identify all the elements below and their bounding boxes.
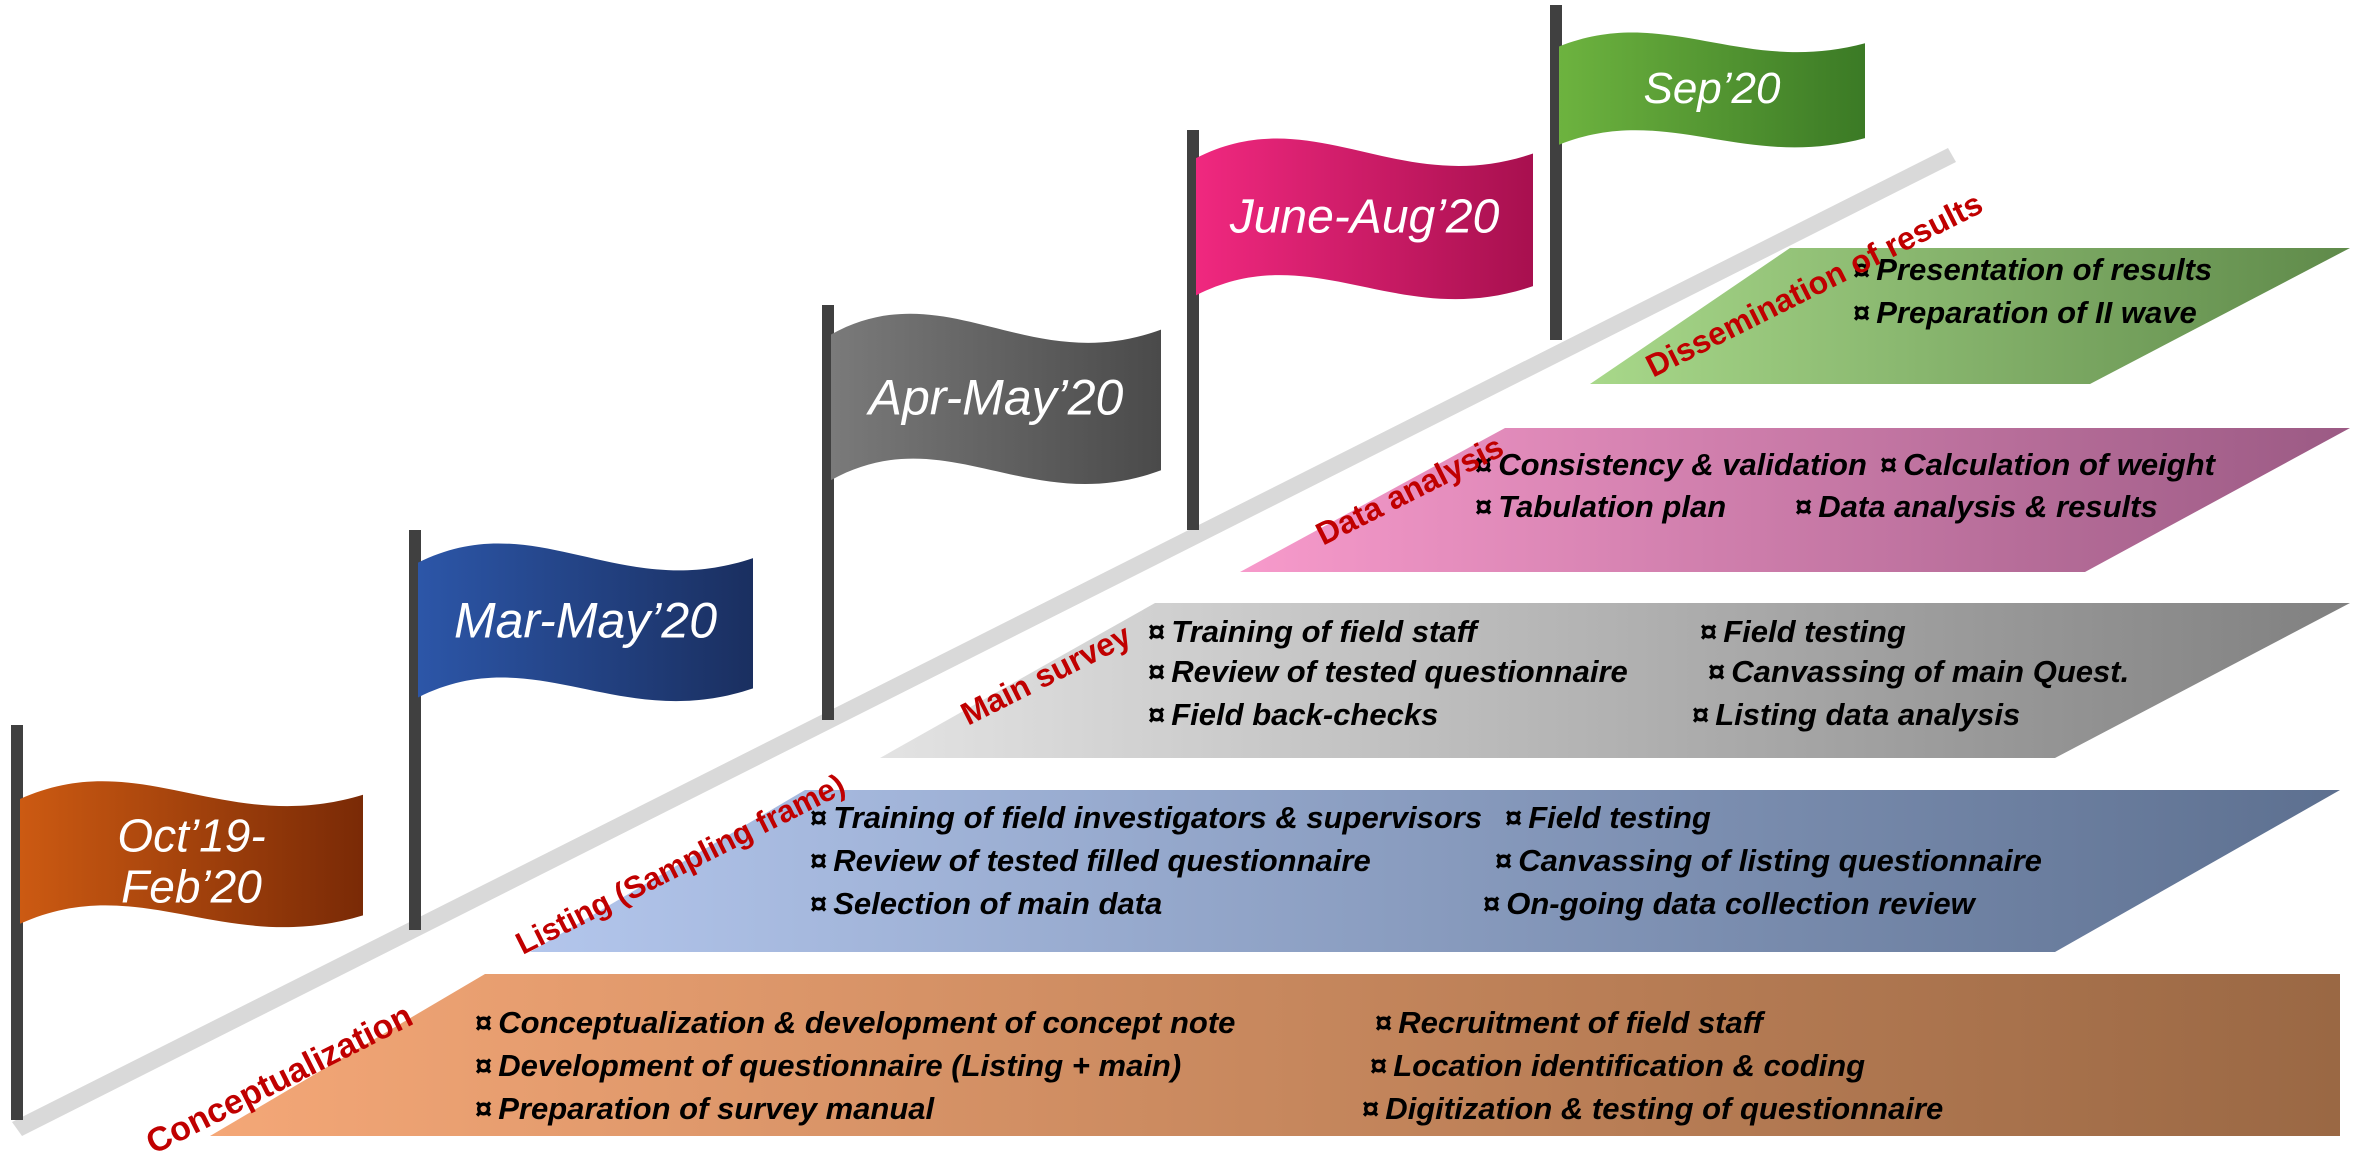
band-main-survey [880, 603, 2350, 758]
task-item: ¤Review of tested questionnaire [1148, 654, 1628, 690]
flag-cloth [20, 781, 363, 928]
task-label: Calculation of weight [1903, 447, 2215, 482]
flag-1 [11, 725, 363, 1120]
bullet-icon: ¤ [475, 1091, 493, 1126]
task-item: ¤Selection of main data [810, 886, 1162, 922]
bullet-icon: ¤ [1795, 489, 1813, 524]
bullet-icon: ¤ [1692, 697, 1710, 732]
task-label: Field testing [1528, 800, 1711, 835]
task-label: Conceptualization & development of conce… [498, 1005, 1236, 1040]
task-item: ¤Recruitment of field staff [1375, 1005, 1763, 1041]
bullet-icon: ¤ [1853, 252, 1871, 287]
task-label: Consistency & validation [1498, 447, 1867, 482]
task-label: Presentation of results [1876, 252, 2213, 287]
bullet-icon: ¤ [475, 1048, 493, 1083]
bullet-icon: ¤ [810, 886, 828, 921]
task-label: Training of field staff [1171, 614, 1477, 649]
flag-cloth [418, 543, 753, 702]
flag-4 [1187, 130, 1533, 530]
task-label: Preparation of survey manual [498, 1091, 935, 1126]
task-label: Tabulation plan [1498, 489, 1727, 524]
task-label: Review of tested questionnaire [1171, 654, 1628, 689]
timeline-diagram: ¤Conceptualization & development of conc… [11, 5, 2350, 1162]
task-label: On-going data collection review [1506, 886, 1975, 921]
flag-1-label: Oct’19- Feb’20 [117, 809, 266, 912]
bullet-icon: ¤ [1148, 697, 1166, 732]
task-label: Preparation of II wave [1876, 295, 2197, 330]
task-label: Field testing [1723, 614, 1906, 649]
bullet-icon: ¤ [1370, 1048, 1388, 1083]
flag-3-label: Apr-May’20 [868, 369, 1124, 425]
task-label: Canvassing of main Quest. [1731, 654, 2130, 689]
bullet-icon: ¤ [1708, 654, 1726, 689]
task-item: ¤Canvassing of main Quest. [1708, 654, 2129, 690]
flag-cloth [1559, 32, 1865, 148]
task-item: ¤Presentation of results [1853, 252, 2212, 288]
bullet-icon: ¤ [1375, 1005, 1393, 1040]
task-label: Recruitment of field staff [1398, 1005, 1763, 1040]
flag-3 [822, 305, 1161, 720]
bullet-icon: ¤ [1880, 447, 1898, 482]
task-item: ¤Review of tested filled questionnaire [810, 843, 1371, 879]
diagram-art [11, 5, 2350, 1136]
band-conceptualization [210, 974, 2340, 1136]
task-label: Training of field investigators & superv… [833, 800, 1483, 835]
band-dissemination [1590, 248, 2350, 384]
task-label: Review of tested filled questionnaire [833, 843, 1371, 878]
bullet-icon: ¤ [1475, 489, 1493, 524]
task-label: Canvassing of listing questionnaire [1518, 843, 2042, 878]
flag-5 [1550, 5, 1865, 340]
task-label: Selection of main data [833, 886, 1163, 921]
task-item: ¤Listing data analysis [1692, 697, 2020, 733]
bullet-icon: ¤ [1700, 614, 1718, 649]
task-label: Data analysis & results [1818, 489, 2158, 524]
task-label: Digitization & testing of questionnaire [1385, 1091, 1944, 1126]
flag-2 [409, 530, 753, 930]
task-label: Development of questionnaire (Listing + … [498, 1048, 1182, 1083]
bullet-icon: ¤ [1483, 886, 1501, 921]
bullet-icon: ¤ [1362, 1091, 1380, 1126]
task-item: ¤Field testing [1505, 800, 1711, 836]
task-item: ¤Tabulation plan [1475, 489, 1726, 525]
task-item: ¤Preparation of II wave [1853, 295, 2197, 331]
bullet-icon: ¤ [1475, 447, 1493, 482]
task-item: ¤Location identification & coding [1370, 1048, 1865, 1084]
task-label: Listing data analysis [1715, 697, 2021, 732]
task-label: Field back-checks [1171, 697, 1439, 732]
task-item: ¤Field back-checks [1148, 697, 1438, 733]
task-item: ¤Calculation of weight [1880, 447, 2215, 483]
flag-5-label: Sep’20 [1643, 63, 1781, 113]
task-item: ¤Canvassing of listing questionnaire [1495, 843, 2042, 879]
bullet-icon: ¤ [1853, 295, 1871, 330]
task-item: ¤Training of field staff [1148, 614, 1477, 650]
task-label: Location identification & coding [1393, 1048, 1866, 1083]
task-item: ¤Data analysis & results [1795, 489, 2158, 525]
bullet-icon: ¤ [810, 800, 828, 835]
flag-4-label: June-Aug’20 [1229, 190, 1500, 244]
bullet-icon: ¤ [810, 843, 828, 878]
task-item: ¤Conceptualization & development of conc… [475, 1005, 1235, 1041]
bullet-icon: ¤ [1495, 843, 1513, 878]
task-item: ¤Training of field investigators & super… [810, 800, 1482, 836]
bullet-icon: ¤ [1148, 614, 1166, 649]
flag-cloth [831, 313, 1161, 485]
task-item: ¤Consistency & validation [1475, 447, 1867, 483]
task-item: ¤Field testing [1700, 614, 1906, 650]
task-item: ¤Development of questionnaire (Listing +… [475, 1048, 1181, 1084]
task-item: ¤Digitization & testing of questionnaire [1362, 1091, 1943, 1127]
task-item: ¤On-going data collection review [1483, 886, 1975, 922]
band-data-analysis [1240, 428, 2350, 572]
band-listing [530, 790, 2340, 952]
bullet-icon: ¤ [475, 1005, 493, 1040]
flag-2-label: Mar-May’20 [453, 592, 718, 649]
timeline-ramp [12, 148, 1956, 1136]
flag-cloth [1196, 138, 1533, 300]
task-item: ¤Preparation of survey manual [475, 1091, 934, 1127]
bullet-icon: ¤ [1505, 800, 1523, 835]
bullet-icon: ¤ [1148, 654, 1166, 689]
